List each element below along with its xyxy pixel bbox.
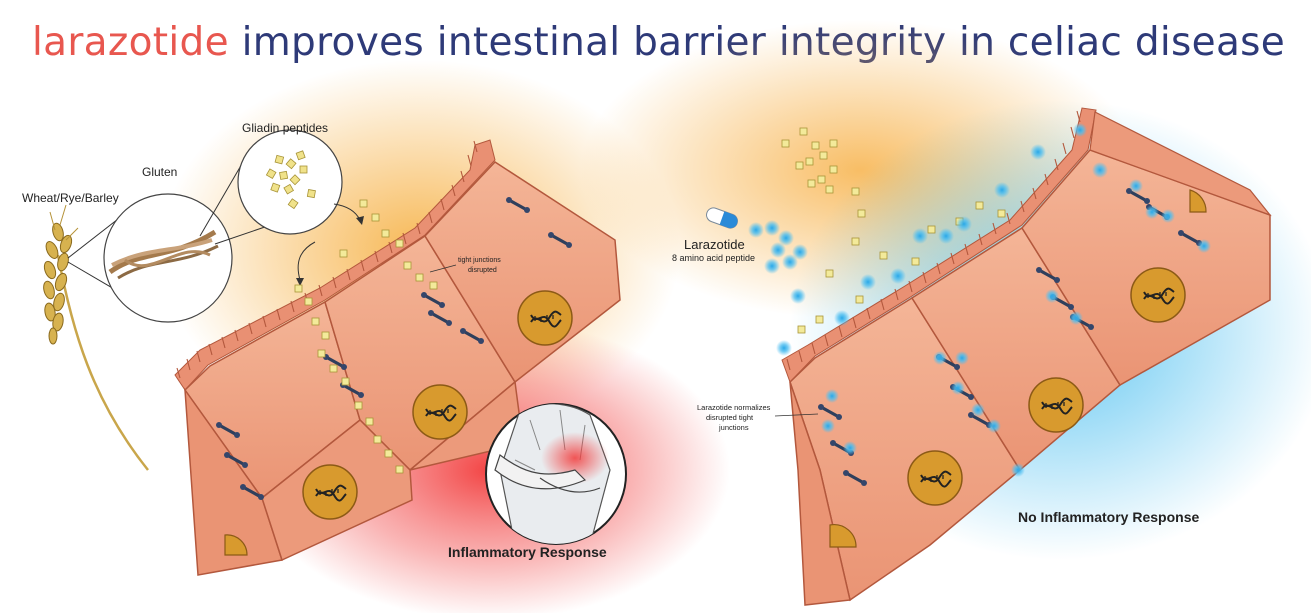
dna-icon	[517, 290, 573, 346]
label-leader-line	[429, 264, 457, 273]
grain-label: Wheat/Rye/Barley	[22, 191, 119, 205]
arrow-head	[296, 278, 304, 286]
left-epithelium	[174, 139, 621, 576]
leaking-peptides	[294, 199, 438, 474]
label-leader-line	[774, 413, 819, 417]
larazotide-molecules	[748, 123, 1211, 477]
inflammatory-response-label: Inflammatory Response	[448, 544, 607, 560]
larazotide-note-2: disrupted tight	[706, 413, 754, 422]
no-inflammatory-response-label: No Inflammatory Response	[1018, 509, 1199, 525]
gliadin-label: Gliadin peptides	[242, 121, 328, 135]
tj-disrupted-label-2: disrupted	[468, 267, 497, 274]
arrow-head	[356, 216, 364, 225]
tj-disrupted-label-1: tight junctions	[458, 257, 501, 264]
dna-icon	[412, 384, 468, 440]
left-panel: Wheat/Rye/Barley Gluten	[22, 121, 627, 576]
capsule-icon	[706, 207, 738, 229]
wheat-icon	[43, 204, 149, 471]
dna-icon	[1130, 267, 1186, 323]
drug-label: Larazotide	[684, 237, 745, 252]
right-epithelium	[781, 107, 1272, 606]
gluten-label: Gluten	[142, 165, 177, 179]
larazotide-note-3: junctions	[718, 423, 749, 432]
dna-icon	[907, 450, 963, 506]
drug-sublabel: 8 amino acid peptide	[672, 253, 755, 263]
larazotide-note-1: Larazotide normalizes	[697, 403, 771, 412]
gliadin-magnifier	[237, 129, 343, 235]
right-panel: Larazotide 8 amino acid peptide	[672, 107, 1272, 606]
flow-arrow	[297, 241, 316, 281]
gluten-magnifier	[103, 193, 233, 323]
dna-icon	[1028, 377, 1084, 433]
title-highlight: larazotide	[32, 20, 229, 65]
dna-icon	[302, 464, 358, 520]
patient-illustration	[485, 403, 627, 545]
